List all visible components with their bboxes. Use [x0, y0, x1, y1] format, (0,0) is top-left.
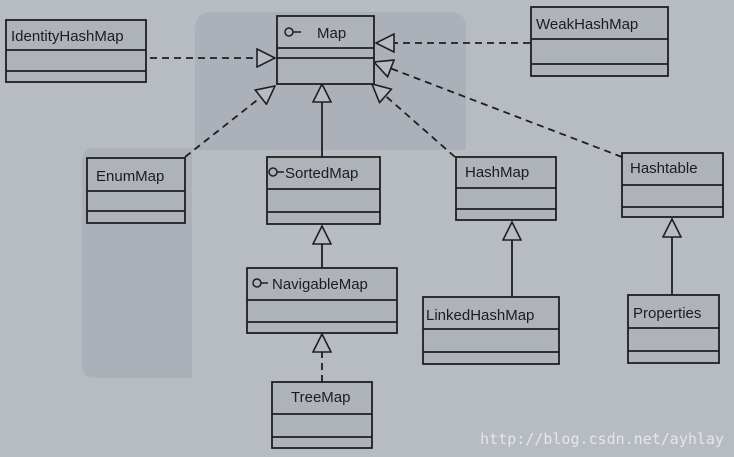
class-identityhashmap	[5, 19, 147, 83]
class-name-weakhashmap: WeakHashMap	[536, 16, 638, 33]
class-name-navigablemap: NavigableMap	[272, 276, 368, 293]
class-treemap	[271, 381, 373, 449]
relation-hashmap-map	[372, 84, 456, 158]
class-name-properties: Properties	[633, 305, 701, 322]
class-name-map: Map	[317, 25, 346, 42]
class-linkedhashmap	[422, 296, 560, 365]
interface-region	[82, 12, 466, 378]
class-properties	[627, 294, 720, 364]
class-name-identityhashmap: IdentityHashMap	[11, 28, 124, 45]
class-navigablemap	[246, 267, 398, 334]
class-name-hashtable: Hashtable	[630, 160, 698, 177]
class-name-treemap: TreeMap	[291, 389, 350, 406]
class-enummap	[86, 157, 186, 224]
class-hashtable	[621, 152, 724, 218]
class-weakhashmap	[530, 6, 669, 77]
class-name-sortedmap: SortedMap	[285, 165, 358, 182]
class-hashmap	[455, 156, 557, 221]
interface-icon	[252, 278, 268, 288]
class-sortedmap	[266, 156, 381, 225]
interface-icon	[268, 167, 284, 177]
class-name-linkedhashmap: LinkedHashMap	[426, 307, 534, 324]
relation-hashtable-map	[374, 62, 623, 158]
watermark-url: http://blog.csdn.net/ayhlay	[480, 430, 724, 448]
class-name-enummap: EnumMap	[96, 168, 164, 185]
class-name-hashmap: HashMap	[465, 164, 529, 181]
class-map	[276, 15, 375, 85]
interface-icon	[284, 27, 301, 37]
